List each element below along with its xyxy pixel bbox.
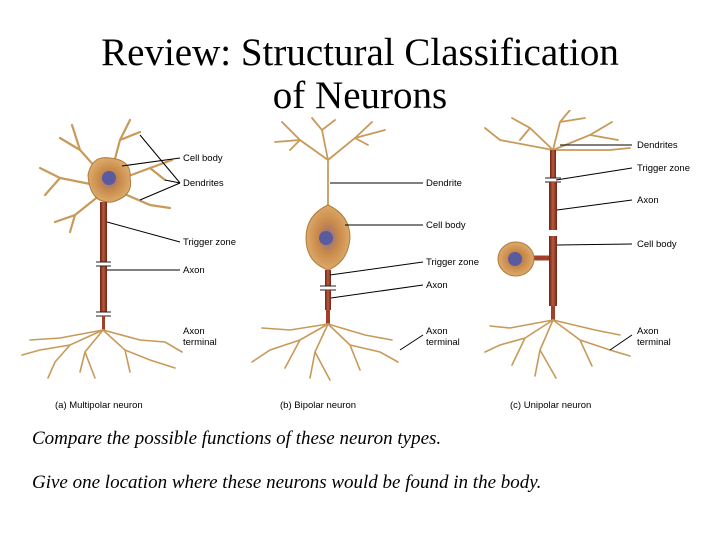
bipolar-label-cell-body: Cell body bbox=[426, 220, 466, 231]
unipolar-label-dendrites: Dendrites bbox=[637, 140, 678, 151]
unipolar-label-axon-terminal-2: terminal bbox=[637, 337, 671, 348]
unipolar-axon-terminals bbox=[484, 319, 631, 379]
bipolar-neuron: Dendrite Cell body Trigger zone Axon Axo… bbox=[251, 117, 479, 411]
multipolar-label-axon-terminal-1: Axon bbox=[183, 326, 205, 337]
multipolar-label-axon: Axon bbox=[183, 265, 205, 276]
bipolar-label-axon-terminal-1: Axon bbox=[426, 326, 448, 337]
unipolar-dendrites bbox=[484, 110, 631, 151]
unipolar-nucleus bbox=[508, 252, 522, 266]
multipolar-nucleus bbox=[102, 171, 116, 185]
unipolar-label-axon-terminal-1: Axon bbox=[637, 326, 659, 337]
unipolar-label-cell-body: Cell body bbox=[637, 239, 677, 250]
bipolar-axon-terminals bbox=[251, 323, 399, 381]
unipolar-caption: (c) Unipolar neuron bbox=[510, 400, 591, 411]
multipolar-caption: (a) Multipolar neuron bbox=[55, 400, 143, 411]
multipolar-axon-terminals bbox=[21, 329, 183, 379]
bipolar-nucleus bbox=[319, 231, 333, 245]
unipolar-neuron: Dendrites Trigger zone Axon Cell body Ax… bbox=[484, 110, 690, 411]
question-1: Compare the possible functions of these … bbox=[32, 428, 442, 449]
slide-title-line-1: Review: Structural Classification bbox=[101, 31, 619, 74]
multipolar-axon bbox=[100, 202, 107, 234]
neuron-diagram: Cell body Dendrites Trigger zone Axon Ax… bbox=[21, 110, 690, 411]
unipolar-label-axon: Axon bbox=[637, 195, 659, 206]
unipolar-label-trigger-zone: Trigger zone bbox=[637, 163, 690, 174]
bipolar-label-axon-terminal-2: terminal bbox=[426, 337, 460, 348]
bipolar-axon bbox=[325, 290, 331, 310]
bipolar-label-trigger-zone: Trigger zone bbox=[426, 257, 479, 268]
slide-title-line-2: of Neurons bbox=[272, 74, 448, 117]
question-2: Give one location where these neurons wo… bbox=[32, 472, 542, 493]
multipolar-label-trigger-zone: Trigger zone bbox=[183, 237, 236, 248]
unipolar-axon bbox=[549, 182, 557, 230]
multipolar-label-axon-terminal-2: terminal bbox=[183, 337, 217, 348]
multipolar-neuron: Cell body Dendrites Trigger zone Axon Ax… bbox=[21, 118, 236, 411]
bipolar-label-dendrite: Dendrite bbox=[426, 178, 462, 189]
bipolar-dendrite bbox=[274, 117, 386, 206]
multipolar-label-cell-body: Cell body bbox=[183, 153, 223, 164]
bipolar-caption: (b) Bipolar neuron bbox=[280, 400, 356, 411]
bipolar-label-axon: Axon bbox=[426, 280, 448, 291]
multipolar-label-dendrites: Dendrites bbox=[183, 178, 224, 189]
